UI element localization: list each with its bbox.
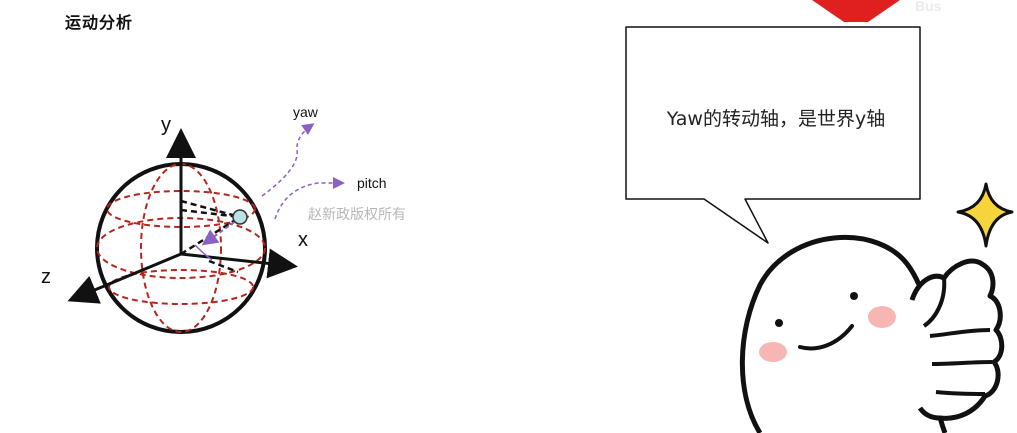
sparkle-icon: [956, 182, 1014, 248]
sphere-point: [232, 209, 248, 225]
right-eye: [850, 292, 858, 300]
watermark: 赵新政版权所有: [308, 207, 406, 223]
svg-text:Bus: Bus: [915, 0, 942, 14]
z-axis: [67, 252, 182, 304]
x-axis-label: x: [298, 229, 308, 251]
right-blush: [868, 306, 896, 328]
ribbon-decoration: Bus: [812, 0, 942, 22]
slide-title: 运动分析: [65, 13, 134, 32]
vector-arrow: [201, 217, 241, 246]
left-blush: [759, 342, 787, 362]
speech-bubble: [625, 26, 921, 244]
z-axis-label: z: [41, 266, 51, 288]
pitch-arrow: [274, 177, 345, 220]
callout-text: Yaw的转动轴，是世界y轴: [666, 108, 886, 130]
y-axis-label: y: [161, 114, 171, 136]
x-axis: [180, 248, 298, 279]
left-eye: [775, 319, 783, 327]
smile: [798, 324, 854, 351]
yaw-arrow: [261, 123, 315, 197]
pitch-label: pitch: [357, 175, 387, 191]
yaw-label: yaw: [293, 104, 318, 120]
thumbs-up-hand: [909, 258, 1005, 421]
